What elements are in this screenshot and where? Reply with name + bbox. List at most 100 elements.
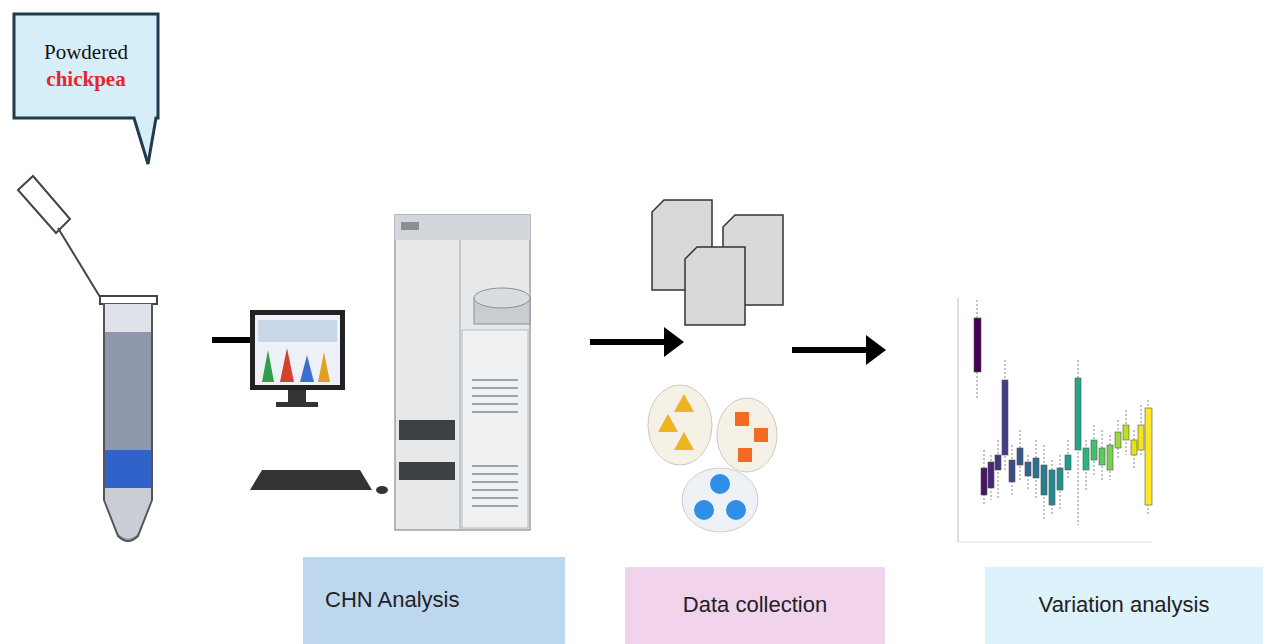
monitor	[250, 310, 345, 390]
analyzer-logo	[401, 222, 419, 230]
vent-line	[472, 387, 518, 389]
vent-line	[472, 465, 518, 467]
monitor-base	[276, 402, 318, 407]
group-square	[738, 448, 752, 462]
plot-axis	[958, 542, 1152, 543]
keyboard	[250, 470, 372, 490]
plot-box	[1025, 462, 1031, 476]
tube-body	[104, 304, 152, 541]
screen-peak	[300, 355, 314, 382]
plot-box	[1017, 448, 1023, 465]
plot-box	[1145, 408, 1152, 505]
plot-box	[1107, 445, 1113, 470]
step-label-box: CHN Analysis	[303, 557, 565, 644]
vent-line	[472, 411, 518, 413]
group-blob	[717, 398, 777, 472]
group-circle	[726, 500, 746, 520]
plot-box	[1091, 440, 1097, 460]
group-circle	[694, 500, 714, 520]
arrow-head	[866, 335, 886, 365]
plot-box	[1115, 432, 1121, 448]
plot-box	[1131, 440, 1137, 455]
callout-box: Powderedchickpea	[12, 12, 160, 120]
screen-peak	[280, 348, 294, 382]
group-blob	[682, 468, 758, 532]
tube-hinge	[58, 228, 100, 297]
screen-peak	[262, 350, 274, 382]
step-label-box: Variation analysis	[985, 567, 1263, 644]
screen-peak	[318, 352, 330, 382]
tube-air	[105, 304, 151, 332]
mouse	[376, 486, 388, 494]
autosampler-top	[474, 288, 530, 308]
step-label-box: Data collection	[625, 567, 885, 644]
vent-grill	[472, 380, 518, 506]
process-arrow	[590, 327, 684, 357]
analyzer-seam	[459, 240, 461, 530]
group-square	[735, 412, 749, 426]
tube-pellet	[105, 488, 151, 539]
plot-box	[974, 318, 981, 372]
boxes	[974, 318, 1152, 505]
arrow-head	[664, 327, 684, 357]
node-text: Powdered	[44, 39, 128, 66]
node-text: Data collection	[683, 591, 827, 620]
process-arrow	[792, 335, 886, 365]
vent-line	[472, 497, 518, 499]
plot-box	[1041, 465, 1047, 495]
screen-table	[258, 320, 337, 342]
monitor-screen	[255, 315, 340, 385]
whiskers	[977, 300, 1148, 525]
analyzer-housing	[462, 330, 528, 528]
analyzer-shelf	[399, 420, 455, 440]
group-circle	[710, 474, 730, 494]
plot-box	[988, 462, 994, 488]
plot-box	[1083, 448, 1089, 470]
plot-box	[981, 468, 987, 495]
arrow-shaft	[590, 339, 668, 345]
plot-box	[1065, 455, 1071, 470]
plot-box	[995, 455, 1001, 470]
callout-shape	[14, 14, 158, 164]
vent-line	[472, 473, 518, 475]
box-plot	[958, 298, 1152, 542]
plot-box	[1138, 425, 1144, 450]
node-text-line: chickpea	[46, 66, 125, 93]
vent-line	[472, 489, 518, 491]
document-sheet	[685, 247, 745, 325]
computer	[250, 310, 388, 494]
plot-box	[1123, 425, 1129, 440]
group-triangle	[658, 414, 678, 432]
tube-rim	[100, 296, 157, 304]
vent-line	[472, 403, 518, 405]
plot-box	[1009, 460, 1015, 482]
data-groups	[648, 385, 777, 532]
plot-axis	[958, 298, 959, 542]
plot-box	[1033, 458, 1039, 478]
monitor-stand	[288, 390, 306, 404]
plot-box	[1099, 448, 1105, 465]
vent-line	[472, 481, 518, 483]
node-text: Variation analysis	[1039, 591, 1210, 620]
chn-analyzer	[395, 215, 530, 530]
analyzer-top	[395, 215, 530, 240]
group-blob	[648, 385, 712, 465]
analyzer-shelf	[399, 462, 455, 480]
vent-line	[472, 395, 518, 397]
node-text: CHN Analysis	[325, 586, 459, 615]
sample-tube	[18, 176, 157, 541]
analyzer-body	[395, 215, 530, 530]
tube-cap	[18, 176, 70, 233]
vent-line	[472, 505, 518, 507]
group-triangle	[674, 394, 694, 412]
plot-box	[1049, 470, 1055, 505]
group-triangle	[674, 432, 694, 450]
arrow-shaft	[792, 347, 870, 353]
data-files	[652, 200, 783, 325]
plot-box	[1057, 468, 1063, 490]
tube-band	[105, 450, 151, 488]
group-square	[754, 428, 768, 442]
plot-box	[1075, 378, 1081, 450]
